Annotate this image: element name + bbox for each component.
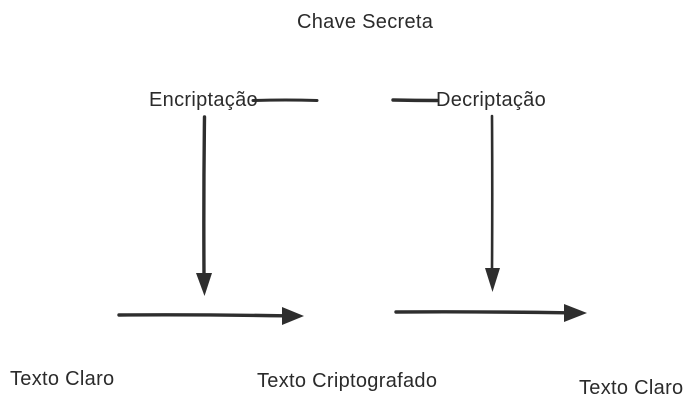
- cipher-to-plain-arrow-head: [564, 304, 587, 322]
- plain-to-cipher-arrow-head: [282, 307, 304, 325]
- encryption-down-arrow-shaft: [202, 115, 207, 277]
- decryption-down-arrow-head: [485, 268, 500, 292]
- encryption-key-connector-line: [251, 98, 319, 102]
- cipher-to-plain-arrow-shaft: [394, 310, 569, 315]
- decryption-node-label: Decriptação: [436, 89, 547, 111]
- secret-key-label: Chave Secreta: [297, 11, 434, 33]
- encryption-down-arrow-head: [196, 273, 212, 296]
- encryption-node-label: Encriptação: [149, 89, 258, 111]
- decryption-key-connector-line: [391, 98, 439, 103]
- plaintext-left-label: Texto Claro: [10, 368, 115, 390]
- ciphertext-label: Texto Criptografado: [257, 370, 438, 392]
- plain-to-cipher-arrow-shaft: [117, 313, 287, 318]
- plaintext-right-label: Texto Claro: [579, 377, 684, 399]
